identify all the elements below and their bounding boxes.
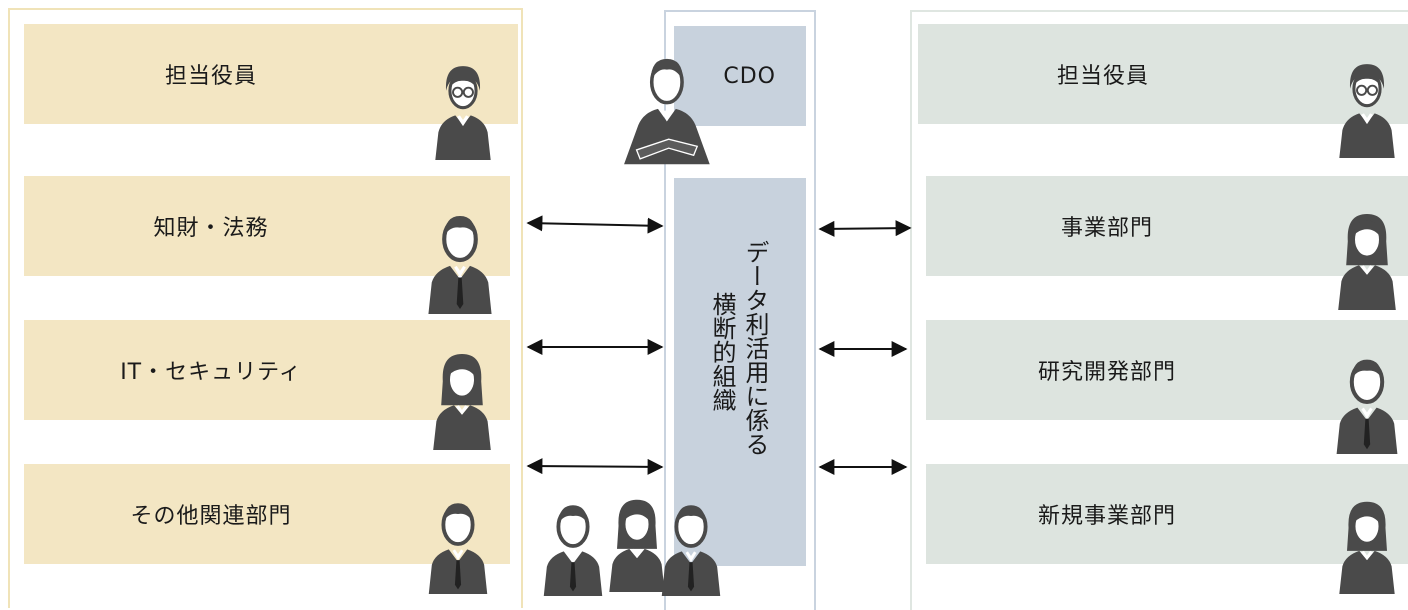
cross-functional-org-label-line2: 横断的組織 — [708, 292, 736, 412]
right-box-executive-label: 担当役員 — [1056, 64, 1149, 89]
cdo-label: CDO — [723, 63, 776, 89]
left-box-it-security: IT・セキュリティ — [24, 320, 510, 420]
person-group-icon — [538, 490, 728, 590]
person-male-icon — [1330, 350, 1404, 454]
person-male-icon — [424, 206, 496, 314]
right-box-business-division-label: 事業部門 — [1060, 216, 1153, 241]
left-box-ip-legal-label: 知財・法務 — [153, 216, 269, 241]
right-box-new-business-division: 新規事業部門 — [926, 464, 1408, 564]
left-group-frame — [8, 8, 523, 608]
person-female-icon — [428, 346, 496, 450]
center-group-frame — [664, 10, 816, 610]
right-box-rnd-division: 研究開発部門 — [926, 320, 1408, 420]
person-female-glasses-icon — [1334, 58, 1400, 158]
right-box-new-business-division-label: 新規事業部門 — [1037, 504, 1176, 529]
person-female-glasses-icon — [430, 60, 496, 160]
person-female-icon — [609, 500, 664, 592]
right-box-business-division: 事業部門 — [926, 176, 1408, 276]
cross-functional-org-label-line1: データ利活用に係る — [741, 240, 769, 456]
right-box-rnd-division-label: 研究開発部門 — [1037, 360, 1176, 385]
right-box-executive: 担当役員 — [918, 24, 1408, 124]
cdo-box: CDO — [674, 26, 806, 126]
left-box-executive: 担当役員 — [24, 24, 518, 124]
person-male-icon — [544, 505, 602, 596]
cross-functional-org-box — [674, 178, 806, 566]
person-male-icon — [422, 494, 494, 594]
left-box-ip-legal: 知財・法務 — [24, 176, 510, 276]
left-box-other-departments: その他関連部門 — [24, 464, 510, 564]
left-box-it-security-label: IT・セキュリティ — [120, 360, 302, 385]
person-arms-crossed-icon — [616, 50, 716, 166]
person-female-icon — [1332, 206, 1402, 310]
left-box-executive-label: 担当役員 — [164, 64, 257, 89]
right-group-frame — [910, 10, 1408, 610]
person-female-icon — [1332, 494, 1402, 594]
left-box-other-departments-label: その他関連部門 — [130, 504, 292, 529]
arrow-left-ip-legal — [526, 215, 912, 475]
person-male-icon — [662, 505, 720, 596]
